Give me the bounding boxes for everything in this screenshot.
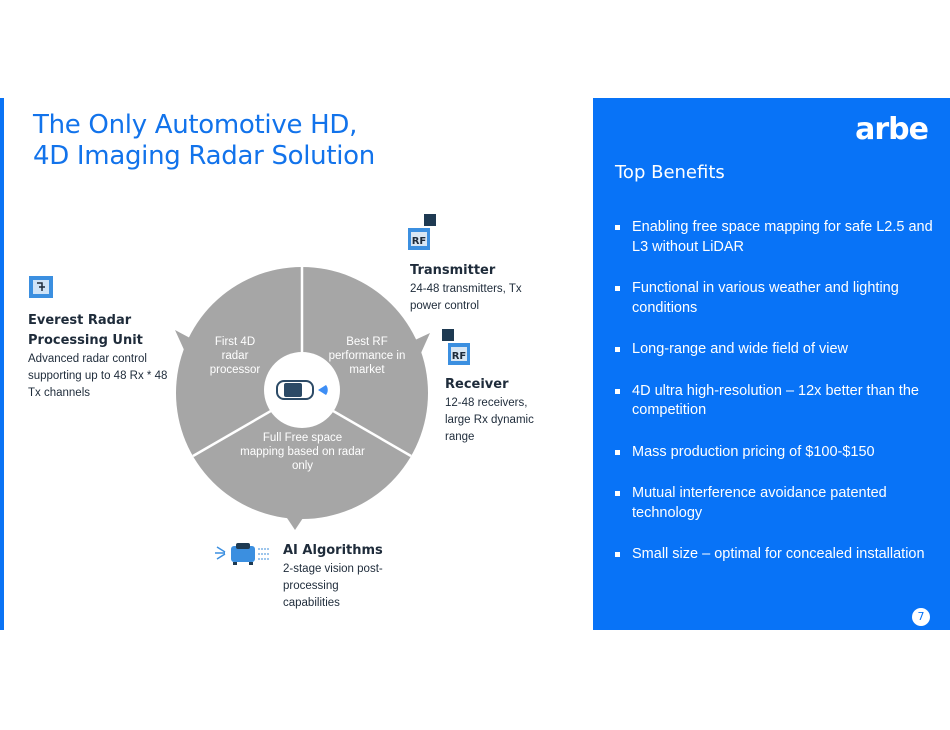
callout-desc: 2-stage vision post-processing capabilit… [283,563,383,609]
notch-left [175,330,190,352]
car-icon [276,380,328,400]
callout-transmitter: Transmitter 24-48 transmitters, Tx power… [410,261,535,315]
arbe-logo: arbe [855,112,929,147]
benefits-list: Enabling free space mapping for safe L2.… [615,218,935,587]
radar-pie-diagram: RF RF [29,214,470,565]
notch-bottom [287,518,303,530]
callout-desc: Advanced radar control supporting up to … [28,353,168,399]
benefit-item: 4D ultra high-resolution – 12x better th… [615,382,935,421]
benefit-item: Mutual interference avoidance patented t… [615,484,935,523]
callout-title: Receiver [445,377,509,392]
benefit-item: Mass production pricing of $100-$150 [615,443,935,463]
callout-everest: Everest Radar Processing Unit Advanced r… [28,311,178,402]
title-line-1: The Only Automotive HD, [33,110,358,140]
page-number: 7 [912,608,930,626]
benefit-item: Small size – optimal for concealed insta… [615,545,935,565]
segment-first-4d-radar-processor: First 4D radar processor [209,336,261,376]
chip-icon [29,276,53,298]
benefit-item: Enabling free space mapping for safe L2.… [615,218,935,257]
car-ai-icon [215,543,270,565]
svg-text:RF: RF [412,236,427,247]
callout-title: Everest Radar Processing Unit [28,313,143,348]
callout-title: AI Algorithms [283,543,383,558]
svg-text:RF: RF [452,351,467,362]
rf-chip-receive-icon: RF [442,329,470,365]
segment-best-rf-performance: Best RF performance in market [328,336,406,376]
notch-right [415,333,430,353]
callout-receiver: Receiver 12-48 receivers, large Rx dynam… [445,375,555,446]
callout-desc: 24-48 transmitters, Tx power control [410,283,522,312]
page-title: The Only Automotive HD, 4D Imaging Radar… [33,110,375,172]
callout-title: Transmitter [410,263,496,278]
benefits-panel: arbe Top Benefits Enabling free space ma… [593,98,950,630]
segment-free-space-mapping: Full Free space mapping based on radar o… [240,432,365,472]
benefits-heading: Top Benefits [615,162,725,183]
callout-desc: 12-48 receivers, large Rx dynamic range [445,397,534,443]
accent-bar [0,98,4,630]
benefit-item: Functional in various weather and lighti… [615,279,935,318]
rf-chip-transmit-icon: RF [408,214,436,250]
benefit-item: Long-range and wide field of view [615,340,935,360]
title-line-2: 4D Imaging Radar Solution [33,141,375,171]
callout-ai-algorithms: AI Algorithms 2-stage vision post-proces… [283,541,393,612]
